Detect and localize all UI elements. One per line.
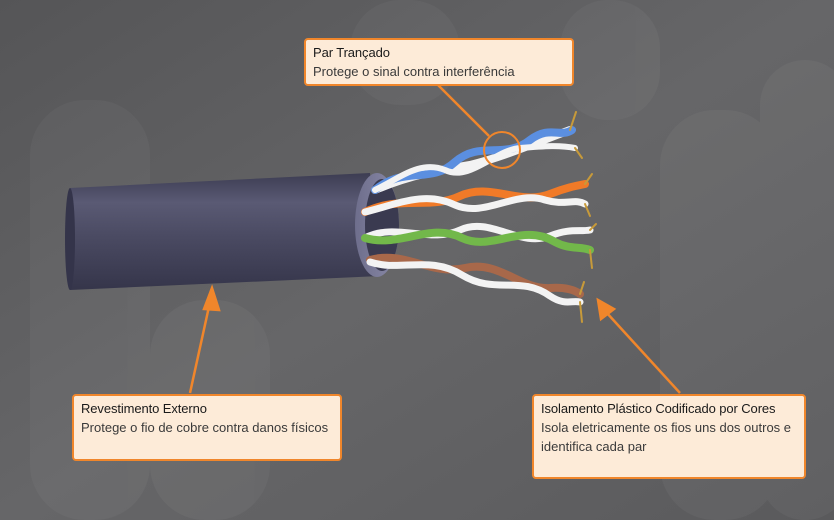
- callout-outer-jacket: Revestimento Externo Protege o fio de co…: [72, 394, 342, 461]
- callout-twisted-pair-title: Par Trançado: [313, 45, 390, 60]
- twisted-pair-blue: [371, 111, 583, 194]
- insulation-pointer: [605, 311, 681, 394]
- twisted-pair-green: [361, 222, 597, 269]
- twisted-pair-pointer: [436, 83, 490, 137]
- callout-outer-jacket-title: Revestimento Externo: [81, 401, 207, 416]
- callout-outer-jacket-description: Protege o fio de cobre contra danos físi…: [81, 420, 329, 435]
- insulation-arrowhead: [596, 297, 617, 322]
- outer-jacket: [65, 173, 399, 290]
- twisted-pair-orange: [361, 173, 593, 217]
- outer-jacket-pointer: [188, 301, 212, 394]
- callout-color-insulation-title: Isolamento Plástico Codificado por Cores: [541, 401, 776, 416]
- callout-twisted-pair: Par Trançado Protege o sinal contra inte…: [304, 38, 574, 86]
- callout-color-insulation: Isolamento Plástico Codificado por Cores…: [532, 394, 806, 479]
- outer-jacket-arrowhead: [202, 284, 221, 312]
- callout-twisted-pair-description: Protege o sinal contra interferência: [313, 64, 515, 79]
- pointer-lines: [188, 83, 681, 394]
- callout-color-insulation-description: Isola eletricamente os fios uns dos outr…: [541, 420, 792, 454]
- twist-highlight-circle: [483, 131, 521, 169]
- twisted-pair-brown: [366, 253, 585, 323]
